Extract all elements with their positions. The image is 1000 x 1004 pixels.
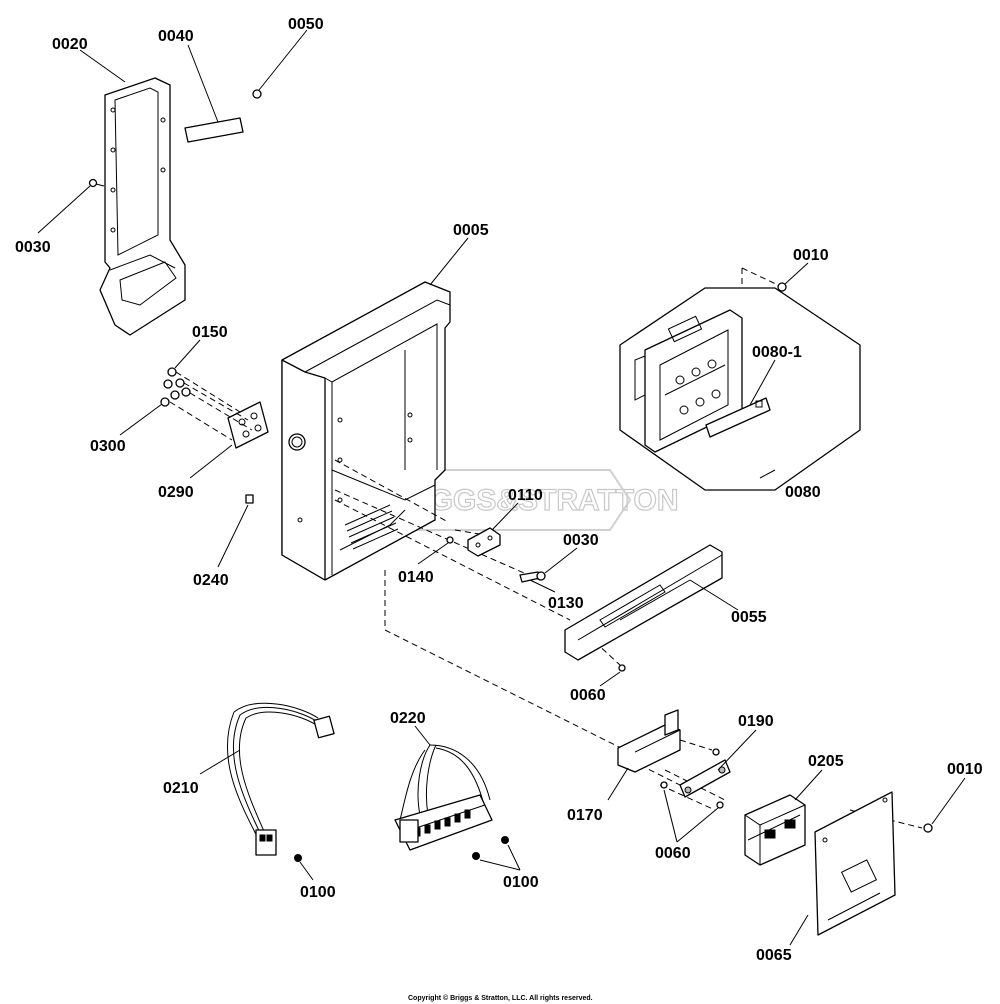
part-0060-screw [618,664,626,672]
part-0220-harness [394,744,493,851]
part-0020-frame [99,77,186,336]
part-0050-nut [252,89,262,99]
callout-0210: 0210 [163,780,199,797]
part-0080-control-assembly [619,287,861,491]
callout-0005: 0005 [453,222,489,239]
callout-0030-top: 0030 [15,239,51,256]
part-0170-bracket [617,709,681,773]
callout-0040: 0040 [158,28,194,45]
part-0300-studs [160,390,180,407]
part-0010-screw-lower [923,823,933,833]
part-0065-cover [814,791,896,936]
part-0240-clip [245,494,254,504]
leader-lines [37,29,966,946]
part-0150-nuts [163,367,191,397]
callout-labels: 0020 0040 0050 0030 0005 0010 0150 0080-… [15,16,983,964]
callout-0060-lower: 0060 [655,845,691,862]
callout-0220: 0220 [390,710,426,727]
callout-0150: 0150 [192,324,228,341]
part-0110-bracket [467,527,501,557]
callout-0030-mid: 0030 [563,532,599,549]
callout-0065: 0065 [756,947,792,964]
callout-0140: 0140 [398,569,434,586]
callout-0290: 0290 [158,484,194,501]
callout-0055: 0055 [731,609,767,626]
callout-0100-right: 0100 [503,874,539,891]
part-0100-screws [294,836,509,862]
callout-0010-bottom: 0010 [947,761,983,778]
callout-0110: 0110 [508,487,543,504]
callout-0080-1: 0080-1 [752,344,802,361]
callout-0060-upper: 0060 [570,687,606,704]
part-0210-harness [226,702,335,856]
part-0205-breaker [744,794,806,866]
part-0060-screws-lower [660,748,724,809]
callout-0050: 0050 [288,16,324,33]
callout-0190: 0190 [738,713,774,730]
copyright-text: Copyright © Briggs & Stratton, LLC. All … [408,994,593,1002]
part-0030-screw [88,178,105,188]
vent-slots [344,504,399,550]
callout-0205: 0205 [808,753,844,770]
part-0040-plate [184,117,244,143]
part-0005-enclosure [281,281,451,581]
callout-0240: 0240 [193,572,229,589]
callout-0130: 0130 [548,595,584,612]
callout-0170: 0170 [567,807,603,824]
callout-0020: 0020 [52,36,88,53]
callout-0100-left: 0100 [300,884,336,901]
part-0140-washer [446,536,454,544]
part-0010-screw [777,282,787,292]
callout-0080: 0080 [785,484,821,501]
part-0130-bolt [519,571,546,583]
part-0290-terminal-plate [227,401,269,449]
callout-0300: 0300 [90,438,126,455]
part-0055-channel [564,544,723,661]
callout-0010-top: 0010 [793,247,829,264]
part-0190-clip [679,759,731,798]
